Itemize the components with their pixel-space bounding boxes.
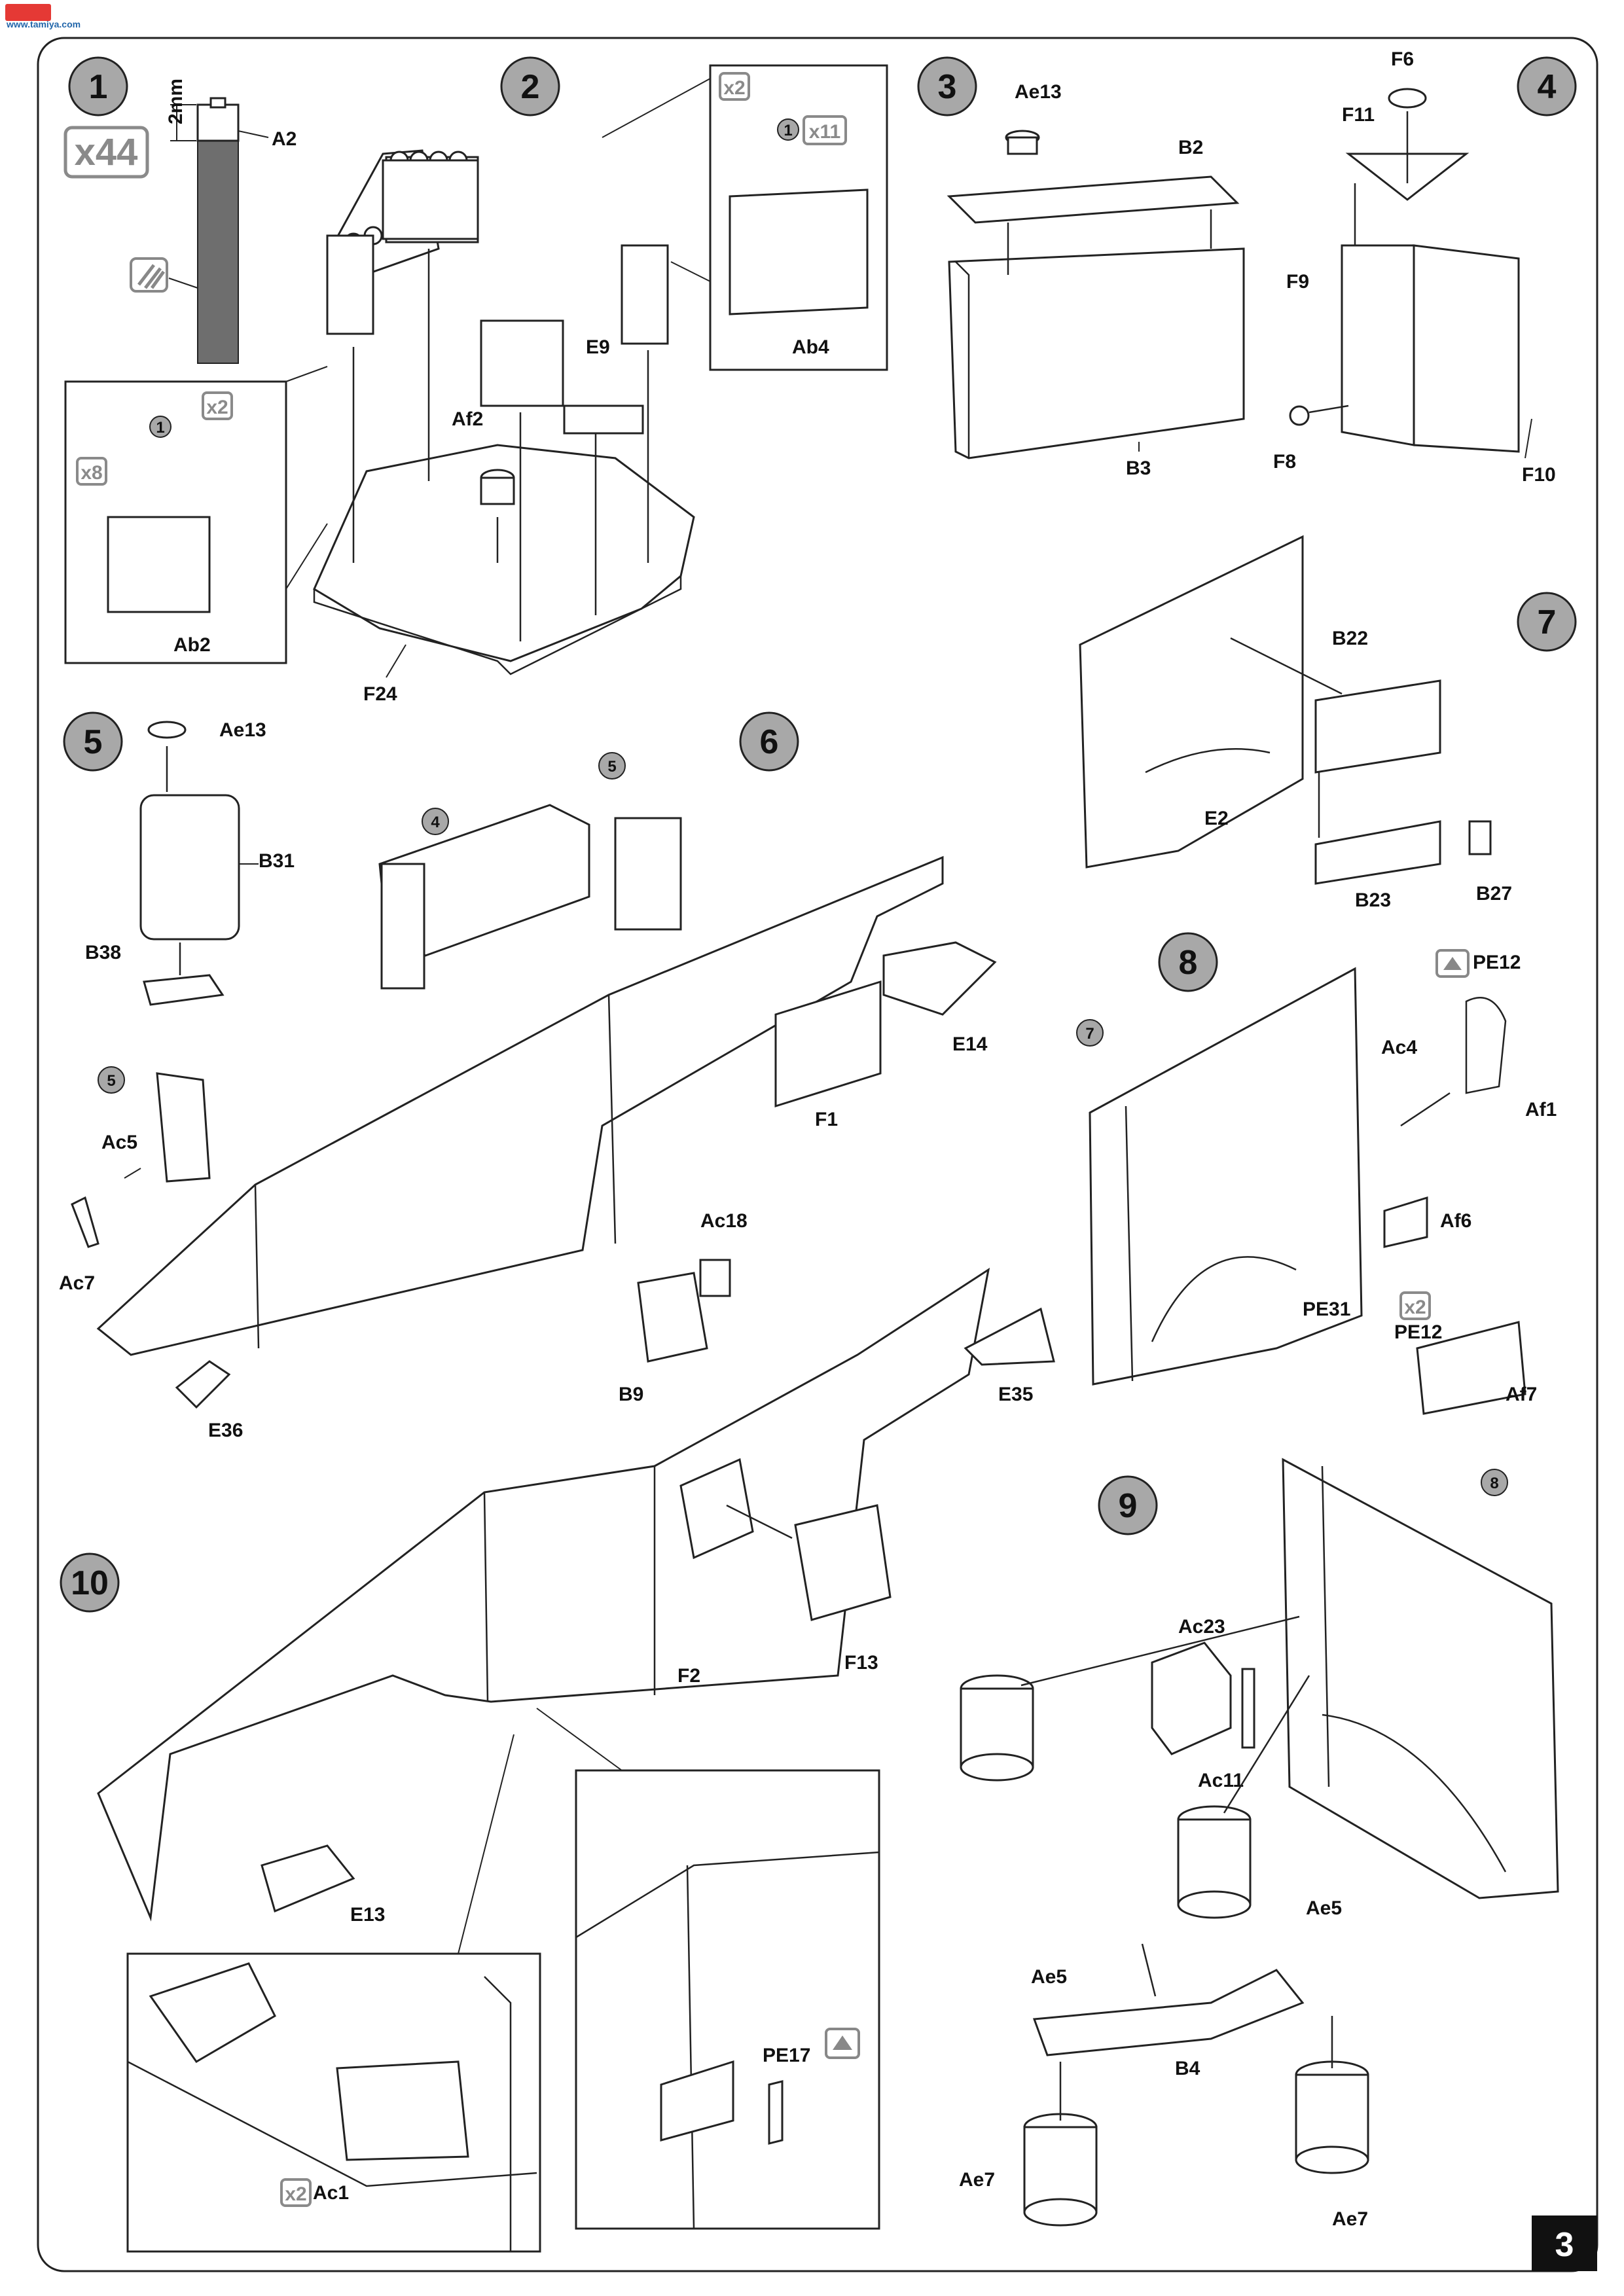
label-Af7: Af7 [1506, 1384, 1537, 1405]
label-Ae7-b: Ae7 [1332, 2208, 1368, 2230]
step-8-number: 8 [1179, 944, 1198, 982]
label-B27: B27 [1476, 883, 1512, 905]
label-Ab2: Ab2 [173, 634, 211, 656]
step-10-detail-count: x2 [285, 2183, 306, 2205]
step-1-measure: 2mm [165, 79, 187, 124]
step-8: 8 7 PE12 Ac4 Af1 Af6 PE31 x2 PE12 Af7 [1076, 932, 1557, 1415]
inset-b-sub: x11 [809, 121, 840, 143]
label-F2: F2 [677, 1665, 700, 1687]
label-Af2: Af2 [452, 408, 483, 430]
label-F6: F6 [1391, 48, 1414, 70]
label-B9: B9 [619, 1384, 643, 1405]
page-number: 3 [1555, 2226, 1574, 2264]
label-PE12-a: PE12 [1473, 952, 1521, 973]
step-3-number: 3 [938, 68, 957, 106]
watermark-logo: www.tamiya.com [5, 4, 81, 29]
step-7-number: 7 [1538, 603, 1557, 641]
ref-step4: 4 [431, 814, 440, 831]
label-Ae13-s5: Ae13 [219, 719, 266, 741]
label-F11: F11 [1342, 104, 1375, 126]
label-B23: B23 [1355, 889, 1391, 911]
label-E2: E2 [1204, 808, 1229, 829]
label-Af6: Af6 [1440, 1210, 1471, 1232]
label-B2: B2 [1178, 137, 1203, 158]
label-Ab4: Ab4 [792, 336, 829, 358]
label-Ac23: Ac23 [1178, 1616, 1225, 1638]
label-E35: E35 [998, 1384, 1033, 1405]
label-Ae5-b: Ae5 [1306, 1897, 1342, 1919]
step-6-number: 6 [760, 723, 779, 761]
label-B3: B3 [1126, 457, 1151, 479]
label-Ac5: Ac5 [101, 1132, 137, 1153]
label-Ae7-a: Ae7 [959, 2169, 995, 2191]
step-1: 1 x44 2mm A2 [63, 56, 297, 364]
inset-a-sub: x8 [81, 462, 102, 484]
inset-a-count: x2 [206, 397, 228, 418]
label-E13: E13 [350, 1904, 385, 1926]
ref-step5-a: 5 [607, 758, 616, 776]
step-8-count: x2 [1404, 1297, 1426, 1318]
step-5-number: 5 [84, 723, 103, 761]
label-E9: E9 [586, 336, 610, 358]
label-Ac11: Ac11 [1198, 1770, 1244, 1791]
label-Ac7: Ac7 [59, 1272, 95, 1294]
step-2-number: 2 [521, 68, 540, 106]
label-Ae5-a: Ae5 [1031, 1966, 1067, 1988]
ref-step7: 7 [1085, 1025, 1094, 1043]
label-F1: F1 [815, 1109, 838, 1130]
label-E36: E36 [208, 1420, 243, 1441]
label-PE17: PE17 [763, 2045, 810, 2066]
label-B38: B38 [85, 942, 121, 963]
label-Af1: Af1 [1525, 1099, 1557, 1121]
page-border [37, 37, 1598, 2272]
label-F10: F10 [1522, 464, 1556, 486]
step-7: 7 E2 B22 B23 B27 [1079, 535, 1577, 911]
step-10-number: 10 [71, 1564, 109, 1602]
step-5: 5 Ae13 B31 B38 [63, 711, 295, 1006]
step-9: 9 8 Ac23 Ac11 B4 Ae5 Ae5 [959, 1458, 1559, 2230]
inset-b-ref: 1 [784, 122, 792, 139]
inset-a-ref: 1 [156, 419, 164, 437]
label-Ac4: Ac4 [1381, 1037, 1417, 1058]
label-PE31: PE31 [1303, 1299, 1350, 1320]
label-B31: B31 [259, 850, 295, 872]
label-PE12-b: PE12 [1394, 1321, 1442, 1343]
ref-step5-b: 5 [107, 1072, 115, 1090]
label-B22: B22 [1332, 628, 1368, 649]
step-10-detail-b [575, 1769, 880, 2230]
label-F13: F13 [844, 1652, 878, 1674]
inset-b-count: x2 [723, 77, 745, 99]
label-B4: B4 [1175, 2058, 1200, 2079]
step-9-number: 9 [1119, 1487, 1138, 1525]
step-2: 2 F24 Af2 E9 [64, 56, 888, 705]
label-Ac18: Ac18 [700, 1210, 748, 1232]
label-E14: E14 [952, 1033, 988, 1055]
watermark-text: www.tamiya.com [6, 19, 81, 29]
ref-step8: 8 [1490, 1475, 1498, 1492]
step-1-number: 1 [89, 68, 108, 106]
label-Ae13-s3: Ae13 [1015, 81, 1062, 103]
label-A2: A2 [272, 128, 297, 150]
step-1-multiplier: x44 [75, 131, 138, 173]
step-4: 4 F6 F11 F9 F8 F10 [1273, 48, 1577, 486]
label-F8: F8 [1273, 451, 1296, 473]
page-number-tab: 3 [1532, 2215, 1597, 2271]
step-4-number: 4 [1538, 68, 1557, 106]
drum-1 [960, 1674, 1034, 1782]
step-3: 3 Ae13 B2 B3 [917, 56, 1245, 479]
drum-4 [1295, 2060, 1369, 2174]
step-10: 10 F2 F13 Ac18 B9 E35 E13 x2 Ac1 [60, 1210, 1055, 2253]
step-6: 6 4 5 5 F1 E14 Ac5 Ac7 E36 [59, 711, 997, 1441]
drum-3 [1023, 2113, 1098, 2227]
drum-2 [1177, 1805, 1252, 1919]
label-F24: F24 [363, 683, 397, 705]
label-F9: F9 [1286, 271, 1309, 293]
label-Ac1: Ac1 [313, 2182, 349, 2204]
